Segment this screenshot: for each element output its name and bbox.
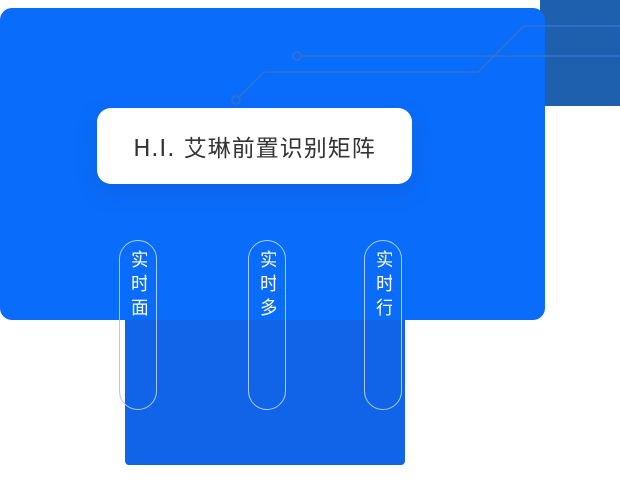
title-card: H.I. 艾琳前置识别矩阵 — [97, 108, 412, 184]
pillar-label-1: 实时面 — [129, 250, 147, 322]
title-text: H.I. 艾琳前置识别矩阵 — [133, 136, 376, 162]
background-accent-rect — [540, 0, 620, 106]
pillar-label-2: 实时多 — [258, 250, 276, 322]
pillar-capsule-1: 实时面 — [119, 240, 157, 410]
pillar-capsule-2: 实时多 — [248, 240, 286, 410]
pillar-capsule-3: 实时行 — [364, 240, 402, 410]
pillar-label-3: 实时行 — [374, 250, 392, 322]
